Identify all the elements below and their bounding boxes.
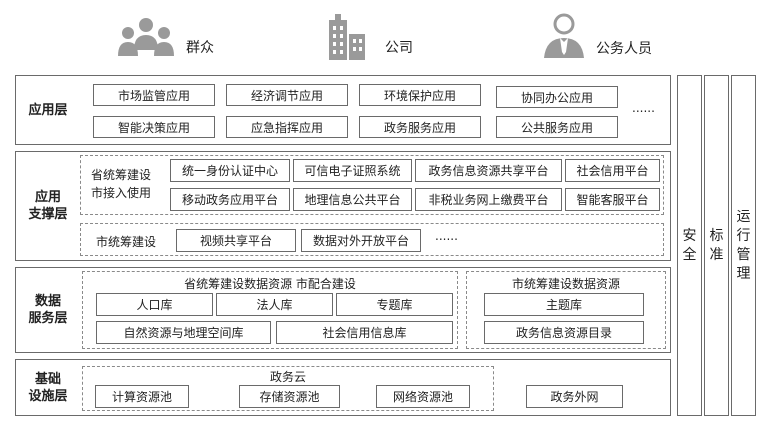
- side-security: 安 全: [677, 75, 702, 416]
- support-layer-name: 应用 支撑层: [17, 153, 79, 259]
- side-standard: 标 准: [704, 75, 729, 416]
- infrastructure-layer-name-line1: 基础: [34, 371, 61, 387]
- provincial-data-group: [82, 271, 458, 349]
- platform-social-credit: 社会信用平台: [565, 159, 660, 182]
- government-extranet: 政务外网: [526, 385, 623, 408]
- pool-storage: 存储资源池: [239, 385, 340, 408]
- city-platforms-group: [80, 223, 664, 256]
- actor-label: 群众: [186, 40, 214, 56]
- platform-video-sharing: 视频共享平台: [176, 229, 296, 252]
- side-standard-char: 标: [709, 227, 724, 244]
- app-government-service: 政务服务应用: [359, 116, 481, 138]
- city-data-title: 市统筹建设数据资源: [511, 277, 620, 291]
- provincial-data-title: 省统筹建设数据资源 市配合建设: [184, 277, 356, 291]
- actor-public: 群众: [118, 14, 228, 62]
- city-label: 市统筹建设: [96, 235, 157, 249]
- app-environment-protection: 环境保护应用: [359, 84, 481, 106]
- platform-trusted-license: 可信电子证照系统: [293, 159, 412, 182]
- platform-geographic-info: 地理信息公共平台: [293, 188, 412, 211]
- side-operation-management: 运 行 管 理: [731, 75, 756, 416]
- actor-company: 公司: [325, 12, 435, 62]
- officer-person-icon: [544, 13, 584, 58]
- infrastructure-layer-name: 基础 设施层: [17, 361, 79, 414]
- infrastructure-layer-name-line2: 设施层: [28, 388, 68, 404]
- platform-unified-identity: 统一身份认证中心: [170, 159, 290, 182]
- group-of-people-icon: [118, 18, 174, 56]
- app-economic-regulation: 经济调节应用: [226, 84, 348, 106]
- db-info-catalog: 政务信息资源目录: [484, 321, 644, 344]
- platform-non-tax-payment: 非税业务网上缴费平台: [415, 188, 562, 211]
- side-security-char: 安: [682, 227, 697, 244]
- side-operation-char: 行: [736, 227, 751, 244]
- provincial-platforms-group: [80, 155, 664, 215]
- city-data-group: [466, 271, 666, 349]
- platform-open-data: 数据对外开放平台: [301, 229, 421, 252]
- side-operation-char: 理: [736, 265, 751, 282]
- pool-network: 网络资源池: [376, 385, 470, 408]
- data-layer-name-line2: 服务层: [28, 311, 68, 326]
- provincial-label: 省统筹建设 市接入使用: [91, 166, 151, 202]
- app-emergency-command: 应急指挥应用: [226, 116, 348, 138]
- db-legal-person: 法人库: [216, 293, 333, 316]
- side-standard-char: 准: [709, 246, 724, 263]
- db-population: 人口库: [96, 293, 213, 316]
- db-natural-resources: 自然资源与地理空间库: [96, 321, 271, 344]
- db-subject: 主题库: [484, 293, 644, 316]
- app-collaborative-office: 协同办公应用: [496, 86, 618, 108]
- government-cloud-title: 政务云: [269, 370, 306, 384]
- support-layer-name-line1: 应用: [34, 190, 61, 205]
- app-public-service: 公共服务应用: [496, 116, 618, 138]
- db-social-credit: 社会信用信息库: [276, 321, 453, 344]
- actor-label: 公司: [385, 40, 413, 56]
- side-operation-char: 运: [736, 208, 751, 225]
- application-layer-name: 应用层: [28, 102, 68, 118]
- pool-compute: 计算资源池: [95, 385, 189, 408]
- government-cloud-group: [82, 366, 494, 411]
- app-market-supervision: 市场监管应用: [93, 84, 215, 106]
- application-more: ......: [632, 101, 655, 115]
- office-building-icon: [329, 14, 365, 60]
- db-thematic: 专题库: [336, 293, 453, 316]
- platform-info-sharing: 政务信息资源共享平台: [415, 159, 562, 182]
- platform-smart-customer-service: 智能客服平台: [565, 188, 660, 211]
- support-layer-name-line2: 支撑层: [28, 207, 68, 222]
- platform-mobile-government: 移动政务应用平台: [170, 188, 290, 211]
- actor-officer: 公务人员: [540, 12, 680, 62]
- provincial-label-line2: 市接入使用: [91, 186, 152, 200]
- data-layer-name: 数据 服务层: [17, 269, 79, 351]
- side-operation-char: 管: [736, 246, 751, 263]
- app-intelligent-decision: 智能决策应用: [93, 116, 215, 138]
- provincial-label-line1: 省统筹建设: [91, 168, 152, 182]
- support-more: ......: [435, 229, 458, 243]
- actor-label: 公务人员: [596, 41, 652, 57]
- data-layer-name-line1: 数据: [34, 294, 61, 309]
- side-security-char: 全: [682, 246, 697, 263]
